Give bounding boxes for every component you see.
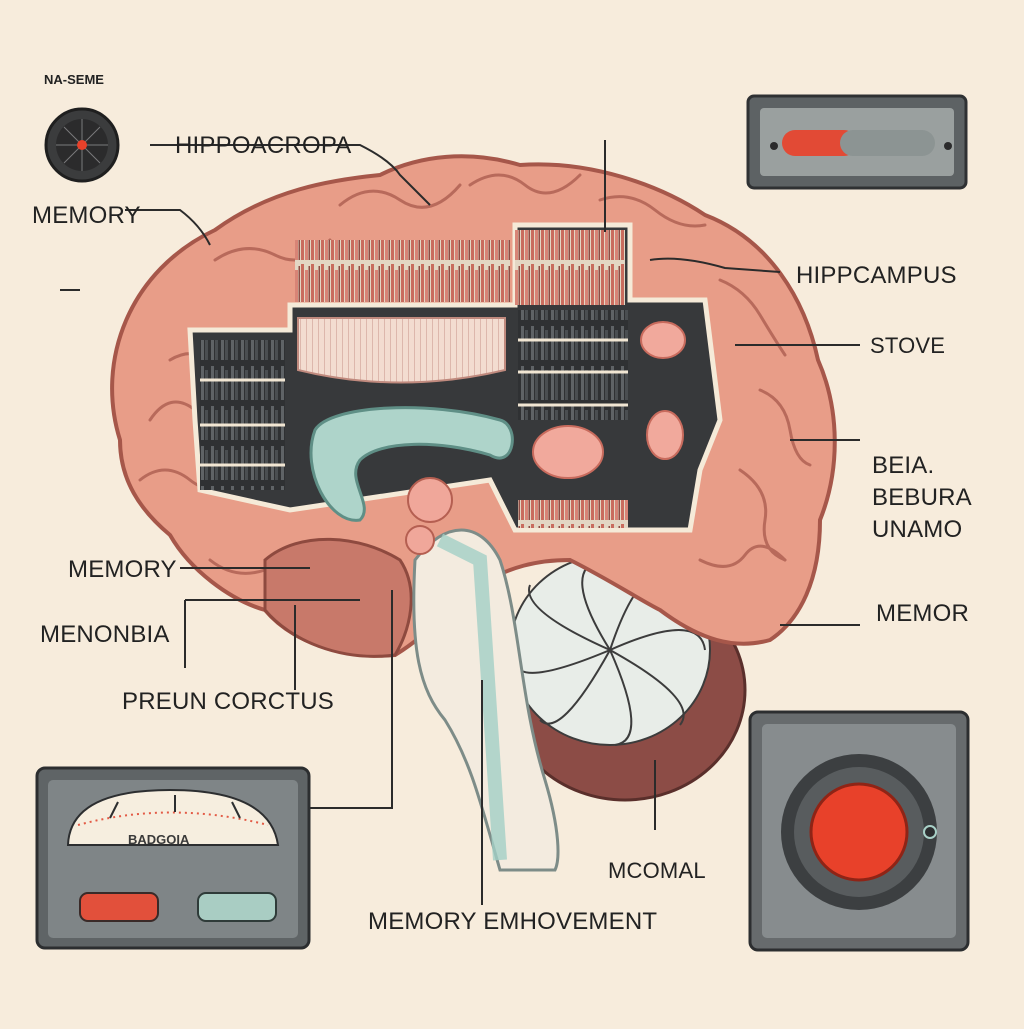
radial-dial-icon[interactable] [44,107,120,183]
label-memor: MEMOR [876,600,969,627]
corpus-callosum [309,406,514,522]
capsule-toggle-icon[interactable] [746,94,968,190]
label-beia-line3: UNAMO [872,516,963,543]
red-push-button-icon[interactable] [748,710,970,952]
label-menonbia: MENONBIA [40,621,170,648]
label-hippoacropa: HIPPOACROPA [175,132,352,159]
label-preun-corctus: PREUN CORCTUS [122,688,334,715]
label-memory-upper-left: MEMORY [32,202,141,229]
label-hippcampus: HIPPCAMPUS [796,262,957,289]
label-memory-mid-left: MEMORY [68,556,177,583]
label-mcomal: MCOMAL [608,858,706,883]
analog-gauge-icon[interactable] [35,766,311,950]
label-beia-line1: BEIA. [872,452,935,479]
label-stove: STOVE [870,333,946,358]
gauge-caption: BADGOIA [128,832,190,847]
label-beia-line2: BEBURA [872,484,972,511]
leader-lines [60,140,860,905]
brainstem [405,477,560,872]
label-memory-emhovement: MEMORY EMHOVEMENT [368,908,658,935]
top-left-caption: NA-SEME [44,72,104,87]
